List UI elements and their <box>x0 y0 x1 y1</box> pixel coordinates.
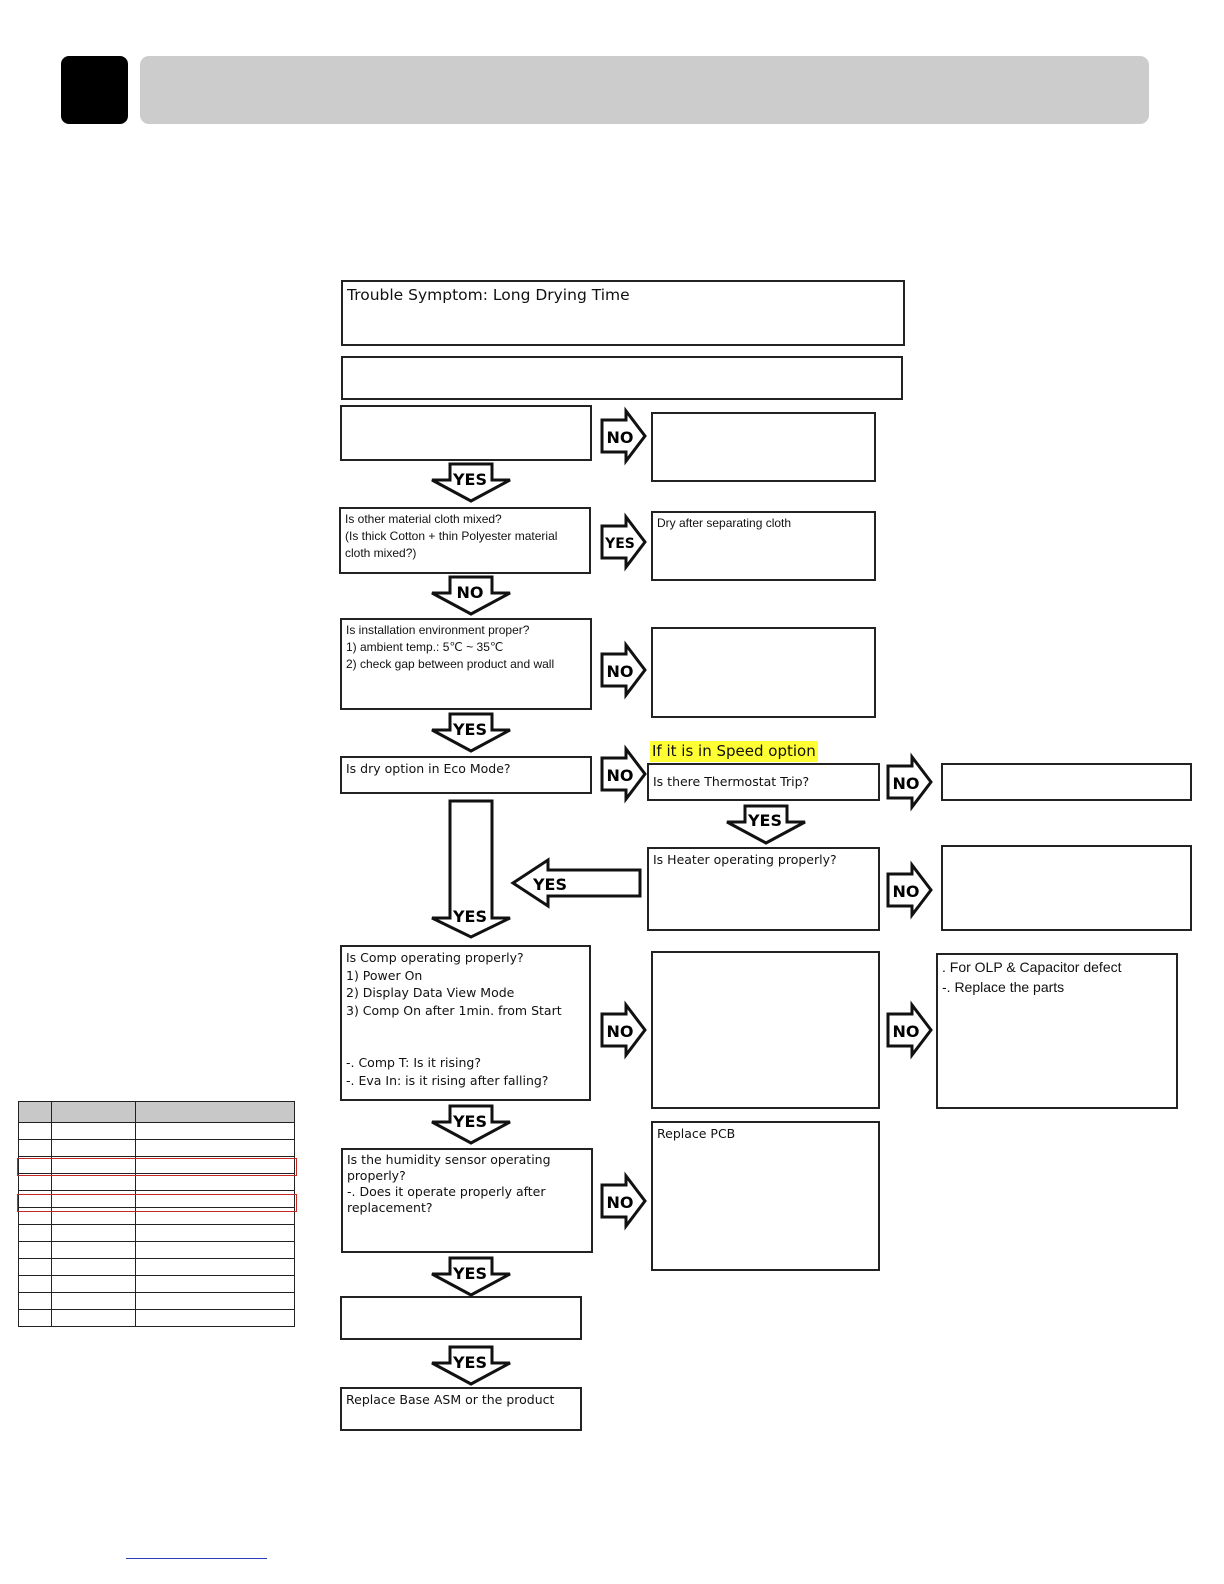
label-no-r6: NO <box>607 1022 634 1041</box>
long-down-arrow <box>431 799 511 939</box>
action-replace-pcb: Replace PCB <box>651 1121 880 1271</box>
label-yes-r1: YES <box>604 536 635 552</box>
table-highlight-row-2 <box>17 1194 297 1212</box>
footer-link-line[interactable] <box>126 1558 267 1559</box>
table-row <box>18 1241 295 1259</box>
section-title-bar <box>140 56 1149 124</box>
label-yes-4: YES <box>452 1264 487 1283</box>
question-mixed-cloth: Is other material cloth mixed? (Is thick… <box>339 507 591 574</box>
empty-heater-action-box <box>941 845 1192 931</box>
label-no-r3: NO <box>607 766 634 785</box>
label-yes-5: YES <box>452 1353 487 1372</box>
empty-step-box <box>341 356 903 400</box>
table-row <box>18 1292 295 1310</box>
empty-action-box <box>651 412 876 482</box>
label-yes-left: YES <box>532 875 567 894</box>
speed-option-note: If it is in Speed option <box>650 741 818 762</box>
label-no-r8: NO <box>607 1193 634 1212</box>
action-replace-base: Replace Base ASM or the product <box>340 1387 582 1431</box>
label-no-r2: NO <box>607 662 634 681</box>
action-separate-cloth: Dry after separating cloth <box>651 511 876 581</box>
label-no-r7: NO <box>893 1022 920 1041</box>
table-row <box>18 1309 295 1327</box>
label-yes-heater: YES <box>747 811 782 830</box>
question-humidity-sensor: Is the humidity sensor operating properl… <box>341 1148 593 1253</box>
question-comp: Is Comp operating properly? 1) Power On … <box>340 945 591 1101</box>
table-row <box>18 1173 295 1191</box>
label-no-r1: NO <box>607 428 634 447</box>
question-thermostat-trip: Is there Thermostat Trip? <box>647 763 880 801</box>
label-no-r5: NO <box>893 882 920 901</box>
empty-question-box <box>340 405 592 461</box>
section-number-block <box>61 56 128 124</box>
table-row <box>18 1275 295 1293</box>
question-installation: Is installation environment proper? 1) a… <box>340 618 592 710</box>
label-yes-long: YES <box>452 907 487 926</box>
question-heater: Is Heater operating properly? <box>647 847 880 931</box>
label-yes-2: YES <box>452 720 487 739</box>
action-olp-capacitor: . For OLP & Capacitor defect -. Replace … <box>936 953 1178 1109</box>
table-row <box>18 1224 295 1242</box>
empty-comp-action-box <box>651 951 880 1109</box>
label-no-r4: NO <box>893 774 920 793</box>
label-yes-1: YES <box>452 470 487 489</box>
table-header-row <box>18 1101 295 1123</box>
data-table <box>18 1101 295 1327</box>
trouble-symptom-box: Trouble Symptom: Long Drying Time <box>341 280 905 346</box>
label-yes-3: YES <box>452 1112 487 1131</box>
table-row <box>18 1139 295 1157</box>
left-arrow-yes <box>510 857 642 909</box>
table-highlight-row-1 <box>17 1158 297 1176</box>
empty-install-action-box <box>651 627 876 718</box>
table-row <box>18 1122 295 1140</box>
table-row <box>18 1258 295 1276</box>
empty-final-check-box <box>340 1296 582 1340</box>
label-no-1: NO <box>457 583 484 602</box>
question-eco-mode: Is dry option in Eco Mode? <box>340 756 592 794</box>
empty-thermostat-action-box <box>941 763 1192 801</box>
